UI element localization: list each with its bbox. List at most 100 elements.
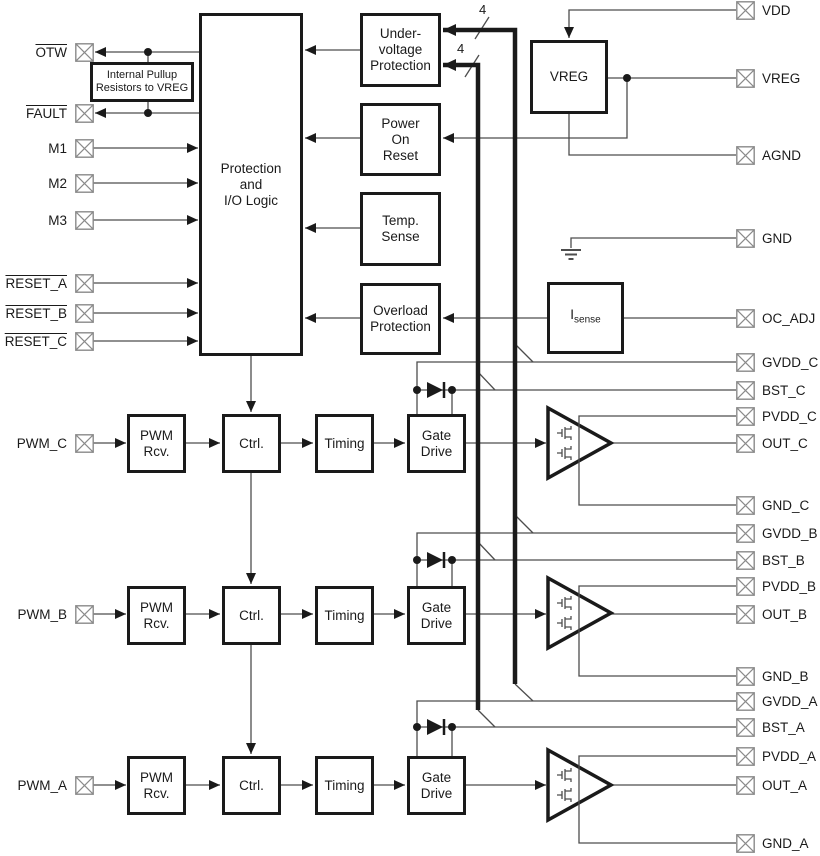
pin-agnd: AGND bbox=[736, 145, 801, 165]
bus-width-label-2: 4 bbox=[457, 41, 465, 56]
pin-bst-c: BST_C bbox=[736, 380, 806, 400]
temp-label-line2: Sense bbox=[381, 229, 420, 244]
block-ctrl-a: Ctrl. bbox=[222, 756, 281, 815]
pin-pwm-a: PWM_A bbox=[0, 775, 94, 795]
pin-fault: FAULT bbox=[0, 103, 94, 123]
pin-pvdd-c: PVDD_C bbox=[736, 406, 817, 426]
block-timing-c: Timing bbox=[315, 414, 374, 473]
pin-terminal-icon bbox=[736, 433, 755, 453]
pin-label-gnd-a: GND_A bbox=[762, 835, 809, 851]
pin-label-out-a: OUT_A bbox=[762, 777, 808, 793]
pin-label-oc-adj: OC_ADJ bbox=[762, 310, 816, 326]
pin-terminal-icon bbox=[75, 775, 94, 795]
wire-vdd-vreg bbox=[564, 9, 736, 38]
pin-gnd-c: GND_C bbox=[736, 495, 809, 515]
pin-label-bst-a: BST_A bbox=[762, 719, 805, 735]
rail-pvdd-gnd-b bbox=[578, 585, 736, 677]
signal-wires bbox=[93, 9, 736, 790]
pin-pwm-c: PWM_C bbox=[0, 433, 94, 453]
bus-term-bst-a bbox=[477, 709, 496, 728]
pin-reset-c: RESET_C bbox=[0, 331, 94, 351]
pin-label-gvdd-b: GVDD_B bbox=[762, 525, 818, 541]
pin-label-pwm-b: PWM_B bbox=[17, 606, 67, 622]
bus-bst bbox=[443, 59, 481, 710]
bus-gvdd bbox=[443, 24, 518, 684]
junction-dots bbox=[144, 48, 631, 731]
pin-label-reset-a: RESET_A bbox=[5, 275, 67, 291]
diode-icon-c bbox=[427, 382, 443, 398]
block-protection-io-logic: Protection and I/O Logic bbox=[199, 13, 303, 356]
pin-terminal-icon bbox=[75, 433, 94, 453]
pin-terminal-icon bbox=[736, 666, 755, 686]
bus-tap-bst-b bbox=[477, 541, 496, 561]
pin-terminal-icon bbox=[736, 550, 755, 570]
pin-label-out-c: OUT_C bbox=[762, 435, 808, 451]
pin-pwm-b: PWM_B bbox=[0, 604, 94, 624]
pin-label-pwm-c: PWM_C bbox=[16, 435, 67, 451]
bus-width-label-1: 4 bbox=[479, 2, 487, 17]
pin-terminal-icon bbox=[736, 68, 755, 88]
block-ctrl-c: Ctrl. bbox=[222, 414, 281, 473]
wire-gvdd-a bbox=[416, 700, 736, 727]
pin-label-m3: M3 bbox=[48, 212, 67, 228]
pin-label-m2: M2 bbox=[48, 175, 67, 191]
uv-label-line2: voltage bbox=[378, 42, 423, 57]
pin-terminal-icon bbox=[736, 691, 755, 711]
pin-gvdd-c: GVDD_C bbox=[736, 352, 818, 372]
vreg-label: VREG bbox=[549, 69, 589, 84]
por-label-line3: Reset bbox=[382, 147, 419, 163]
bus-tap-bst-c bbox=[477, 371, 496, 391]
pin-reset-a: RESET_A bbox=[0, 273, 94, 293]
pin-terminal-icon bbox=[75, 303, 94, 323]
pullup-label-line2: Resistors to VREG bbox=[95, 82, 189, 94]
wire-vreg-agnd bbox=[568, 113, 736, 156]
block-vreg: VREG bbox=[530, 40, 608, 114]
pin-vdd: VDD bbox=[736, 0, 791, 20]
pin-bst-b: BST_B bbox=[736, 550, 805, 570]
pin-m3: M3 bbox=[0, 210, 94, 230]
diode-icon-a bbox=[427, 719, 443, 735]
wire-gvdd-c bbox=[416, 361, 736, 390]
pin-label-pwm-a: PWM_A bbox=[17, 777, 67, 793]
isense-label: Isense bbox=[570, 307, 601, 326]
rail-pvdd-gnd-c bbox=[578, 415, 736, 506]
pin-m1: M1 bbox=[0, 138, 94, 158]
wire-gvdd-b bbox=[416, 532, 736, 560]
pin-label-otw: OTW bbox=[35, 44, 68, 60]
pin-terminal-icon bbox=[736, 228, 755, 248]
pin-terminal-icon bbox=[736, 380, 755, 400]
pin-label-bst-b: BST_B bbox=[762, 552, 805, 568]
pin-terminal-icon bbox=[736, 495, 755, 515]
pin-label-gvdd-a: GVDD_A bbox=[762, 693, 818, 709]
por-label-line1: Power bbox=[381, 115, 420, 131]
pin-pvdd-a: PVDD_A bbox=[736, 746, 816, 766]
block-undervoltage-protection: Under- voltage Protection bbox=[360, 13, 441, 87]
pin-terminal-icon bbox=[736, 523, 755, 543]
pin-out-b: OUT_B bbox=[736, 604, 807, 624]
bootstrap-diodes bbox=[427, 382, 446, 735]
mosfet-icon-b bbox=[557, 596, 572, 630]
pin-label-gnd-b: GND_B bbox=[762, 668, 809, 684]
pin-label-vdd: VDD bbox=[762, 2, 791, 18]
protection-label-line3: I/O Logic bbox=[223, 192, 279, 208]
pin-terminal-icon bbox=[736, 308, 755, 328]
pin-terminal-icon bbox=[736, 145, 755, 165]
pin-terminal-icon bbox=[75, 604, 94, 624]
por-label-line2: On bbox=[391, 131, 410, 147]
mosfet-icons bbox=[557, 426, 572, 802]
pin-out-a: OUT_A bbox=[736, 775, 807, 795]
pin-reset-b: RESET_B bbox=[0, 303, 94, 323]
pin-vreg: VREG bbox=[736, 68, 800, 88]
overload-label-line2: Protection bbox=[370, 319, 431, 334]
pin-terminal-icon bbox=[75, 173, 94, 193]
pin-label-m1: M1 bbox=[48, 140, 67, 156]
protection-label-line1: Protection bbox=[220, 160, 282, 176]
diode-icon-b bbox=[427, 552, 443, 568]
pin-gvdd-b: GVDD_B bbox=[736, 523, 818, 543]
